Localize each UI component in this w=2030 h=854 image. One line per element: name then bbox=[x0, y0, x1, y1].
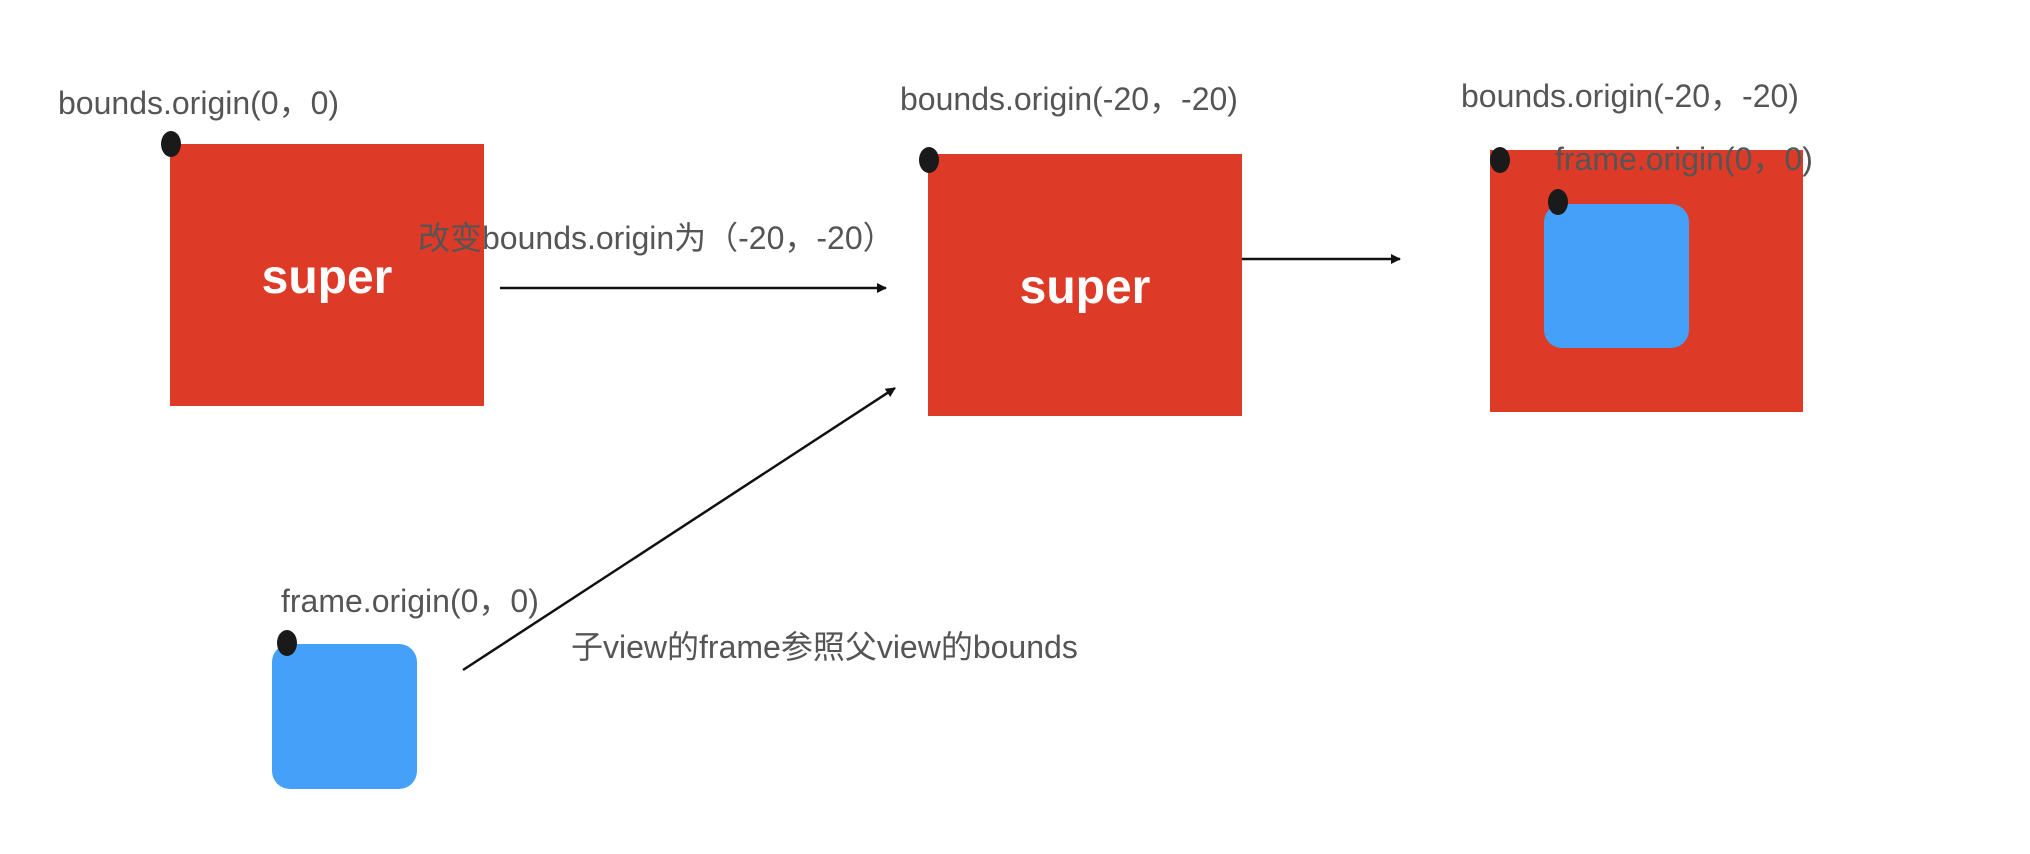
step1-origin-dot bbox=[161, 131, 181, 157]
step1-superview-box: super bbox=[170, 144, 484, 406]
step3-frame-origin-dot bbox=[1548, 189, 1568, 215]
subview-frame-label: frame.origin(0，0) bbox=[281, 583, 539, 619]
arrow-subview-to-step2 bbox=[462, 386, 896, 672]
step2-bounds-label: bounds.origin(-20，-20) bbox=[900, 81, 1238, 117]
change-bounds-caption: 改变bounds.origin为（-20，-20） bbox=[418, 220, 895, 256]
step1-superview-label: super bbox=[261, 251, 393, 304]
step1-bounds-label: bounds.origin(0，0) bbox=[58, 85, 340, 121]
step3-subview-box bbox=[1544, 204, 1689, 348]
step3-bounds-origin-dot bbox=[1490, 147, 1510, 173]
step3-frame-label: frame.origin(0，0) bbox=[1555, 141, 1813, 177]
subview-box bbox=[272, 644, 417, 789]
step3-bounds-label: bounds.origin(-20，-20) bbox=[1461, 78, 1799, 114]
step2-superview-label: super bbox=[1019, 261, 1151, 314]
frame-reference-caption: 子view的frame参照父view的bounds bbox=[571, 629, 1078, 665]
subview-origin-dot bbox=[277, 630, 297, 656]
step2-origin-dot bbox=[919, 147, 939, 173]
step2-superview-box: super bbox=[928, 154, 1242, 416]
